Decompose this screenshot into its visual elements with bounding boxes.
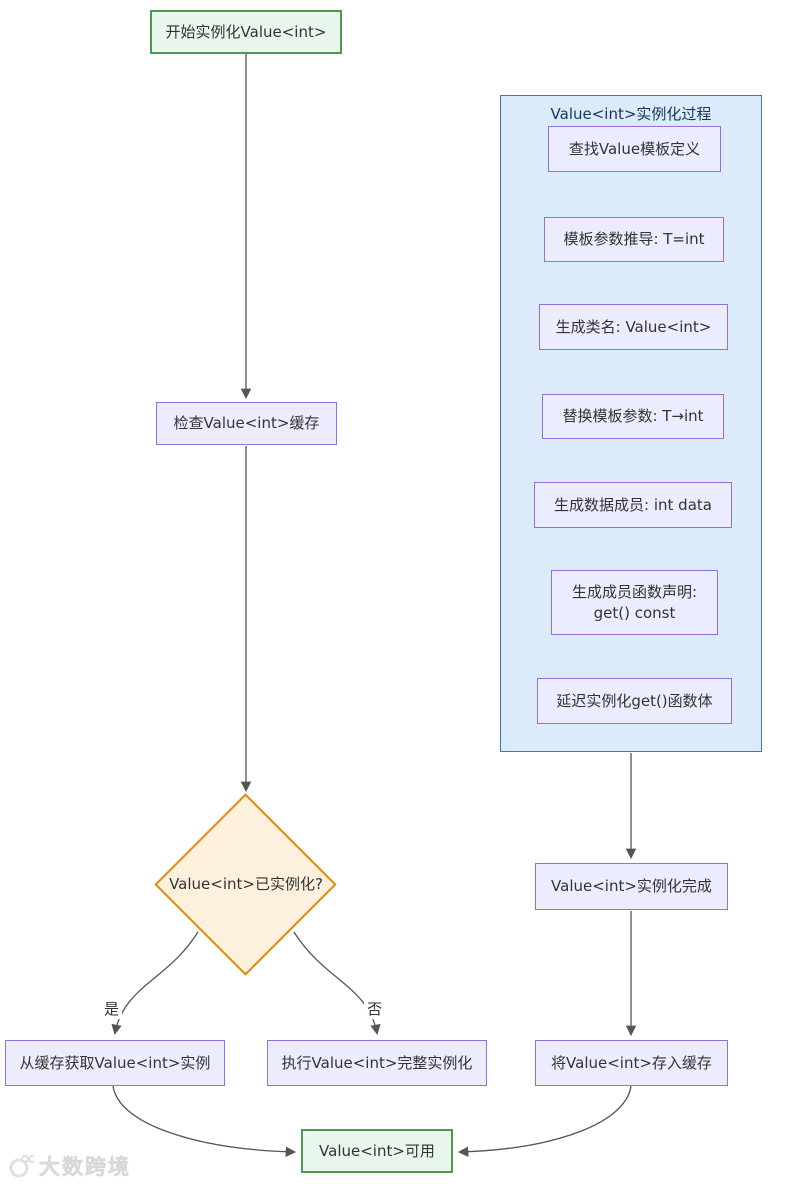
step-generate-member-function-decl: 生成成员函数声明: get() const: [551, 570, 718, 635]
watermark: 大数跨境: [8, 1151, 131, 1181]
step-find-template-definition: 查找Value模板定义: [548, 126, 721, 172]
edge-store-to-available: [457, 1085, 632, 1157]
node-get-from-cache: 从缓存获取Value<int>实例: [5, 1040, 225, 1086]
subgraph-instantiation-process: Value<int>实例化过程 查找Value模板定义 模板参数推导: T=in…: [500, 95, 762, 752]
node-available: Value<int>可用: [301, 1129, 453, 1173]
subgraph-title: Value<int>实例化过程: [550, 105, 712, 123]
edge-fromcache-to-available: [112, 1085, 297, 1157]
step-lazy-instantiate-get-body: 延迟实例化get()函数体: [537, 678, 732, 724]
node-start: 开始实例化Value<int>: [150, 10, 342, 54]
watermark-text: 大数跨境: [39, 1155, 131, 1180]
edge-label-no: 否: [364, 998, 386, 1019]
step-generate-class-name: 生成类名: Value<int>: [539, 304, 728, 350]
step-template-param-deduction: 模板参数推导: T=int: [544, 217, 724, 262]
step-generate-data-member: 生成数据成员: int data: [534, 482, 732, 528]
decision-label: Value<int>已实例化?: [169, 875, 323, 893]
node-full-instantiation: 执行Value<int>完整实例化: [267, 1040, 487, 1086]
watermark-logo-icon: [9, 1155, 34, 1178]
edge-label-yes: 是: [101, 998, 123, 1019]
node-store-in-cache: 将Value<int>存入缓存: [535, 1040, 728, 1086]
step-substitute-template-params: 替换模板参数: T→int: [542, 394, 724, 439]
node-check-cache: 检查Value<int>缓存: [156, 402, 337, 445]
node-instantiation-complete: Value<int>实例化完成: [535, 863, 728, 910]
edge-decision-yes: [111, 931, 199, 1036]
